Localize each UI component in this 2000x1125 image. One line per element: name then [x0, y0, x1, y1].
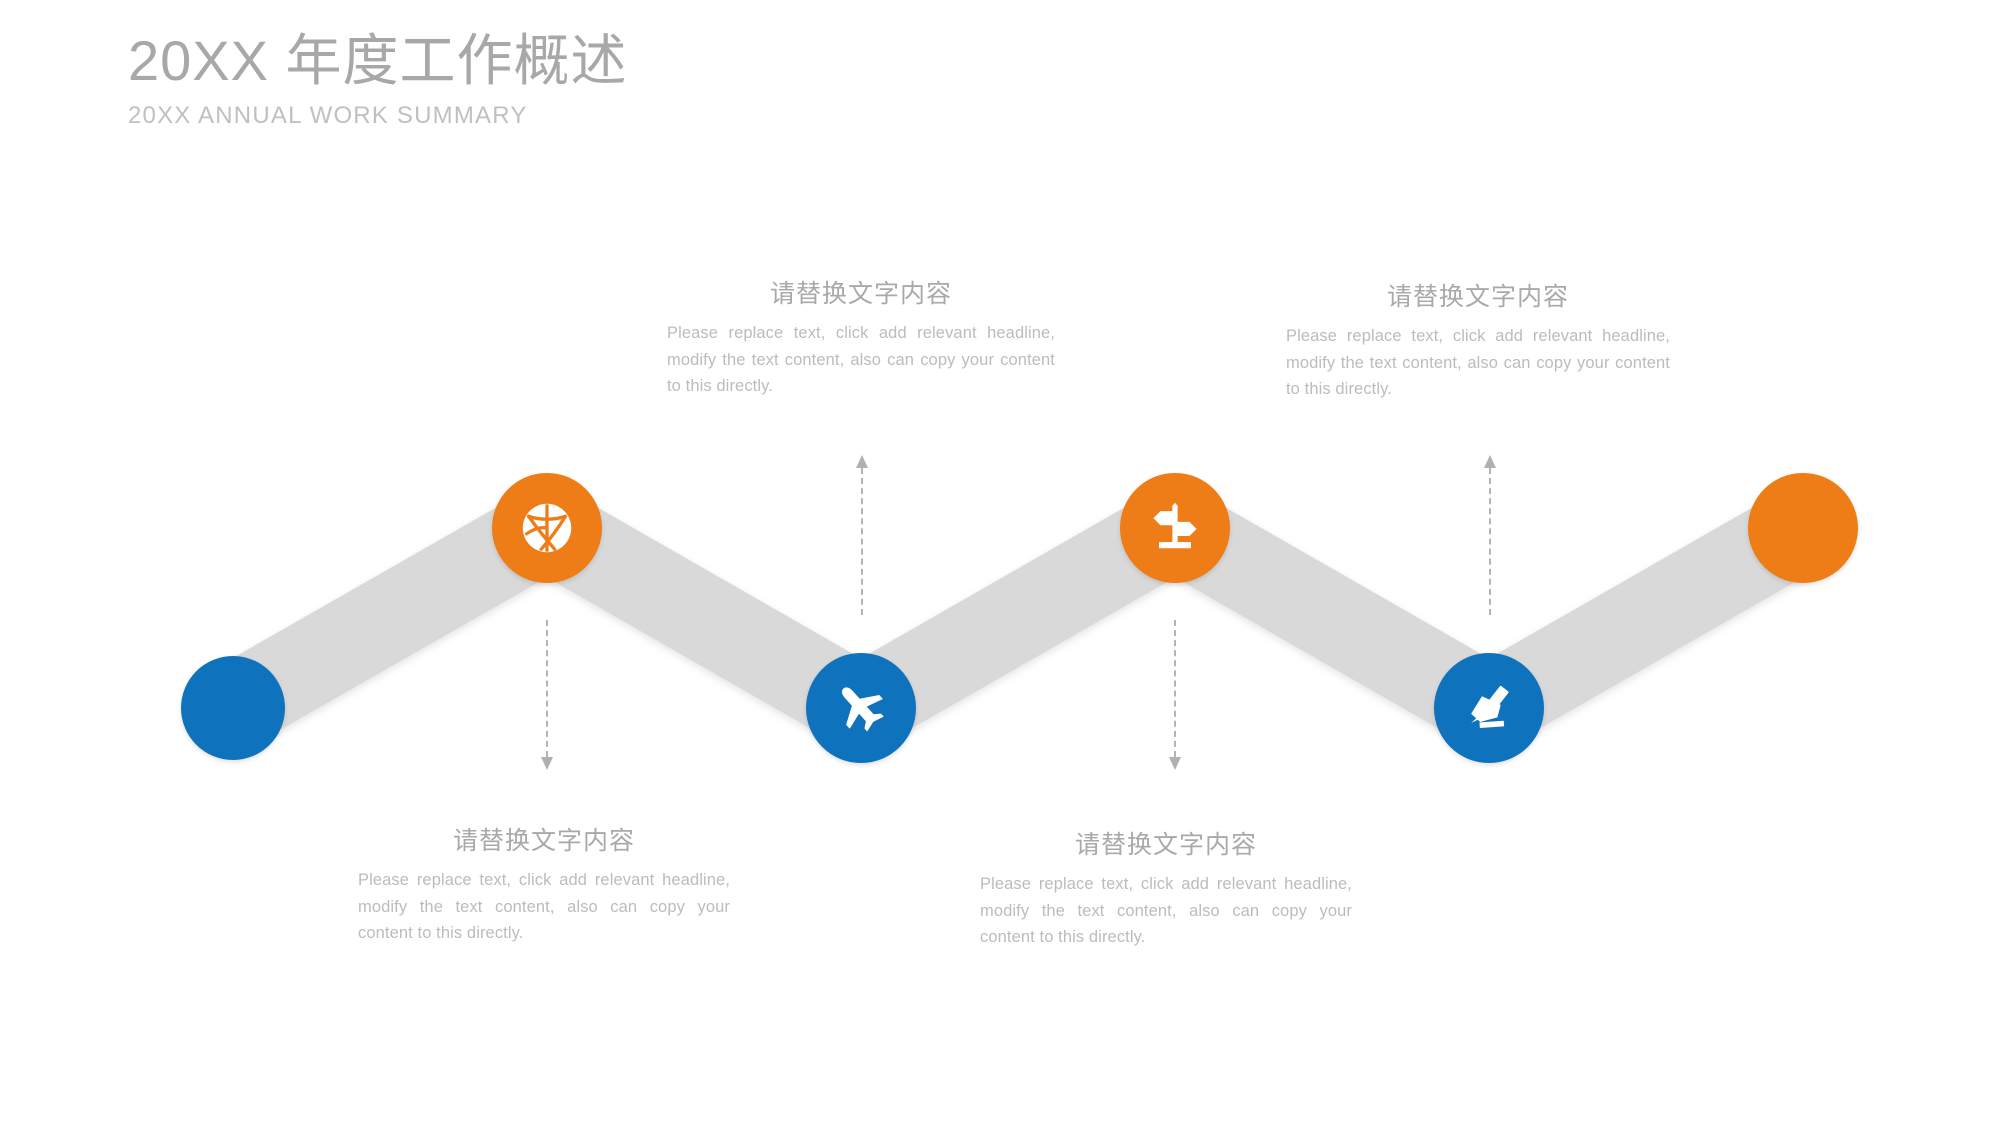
node-start-circle[interactable] [181, 656, 285, 760]
slide-header: 20XX 年度工作概述 20XX ANNUAL WORK SUMMARY [128, 28, 1028, 131]
node-basketball-circle[interactable] [492, 473, 602, 583]
connector-3-arrowhead-down [1169, 757, 1181, 770]
connector-1-arrowhead-down [541, 757, 553, 770]
text-block-1-title: 请替换文字内容 [452, 827, 635, 855]
airplane-icon [830, 677, 892, 739]
text-block-3-body: Please replace text, click add relevant … [980, 875, 1352, 947]
connector-4-arrowhead-up [1484, 455, 1496, 468]
text-block-3-title: 请替换文字内容 [1074, 831, 1257, 859]
text-block-2: 请替换文字内容 Please replace text, click add r… [667, 279, 1055, 400]
text-block-4: 请替换文字内容 Please replace text, click add r… [1286, 282, 1670, 403]
connector-3-line [1174, 620, 1176, 757]
text-block-1: 请替换文字内容 Please replace text, click add r… [358, 826, 730, 947]
page-title: 20XX 年度工作概述 [128, 29, 628, 92]
connector-1-down [541, 620, 553, 770]
text-block-1-body: Please replace text, click add relevant … [358, 871, 730, 943]
signpost-icon [1145, 498, 1205, 558]
connector-4-line [1489, 468, 1491, 615]
text-block-4-body: Please replace text, click add relevant … [1286, 327, 1670, 399]
text-block-4-title: 请替换文字内容 [1386, 283, 1569, 311]
text-block-2-body: Please replace text, click add relevant … [667, 324, 1055, 396]
text-block-3: 请替换文字内容 Please replace text, click add r… [980, 830, 1352, 951]
connector-4-up [1484, 455, 1496, 615]
connector-2-arrowhead-up [856, 455, 868, 468]
node-airplane-circle[interactable] [806, 653, 916, 763]
connector-1-line [546, 620, 548, 757]
basketball-icon [516, 497, 578, 559]
page-subtitle: 20XX ANNUAL WORK SUMMARY [128, 102, 528, 130]
node-signpost-circle[interactable] [1120, 473, 1230, 583]
node-pen-circle[interactable] [1434, 653, 1544, 763]
connector-2-up [856, 455, 868, 615]
connector-3-down [1169, 620, 1181, 770]
pen-nib-icon [1459, 678, 1519, 738]
text-block-2-title: 请替换文字内容 [769, 280, 952, 308]
node-end-circle[interactable] [1748, 473, 1858, 583]
connector-2-line [861, 468, 863, 615]
